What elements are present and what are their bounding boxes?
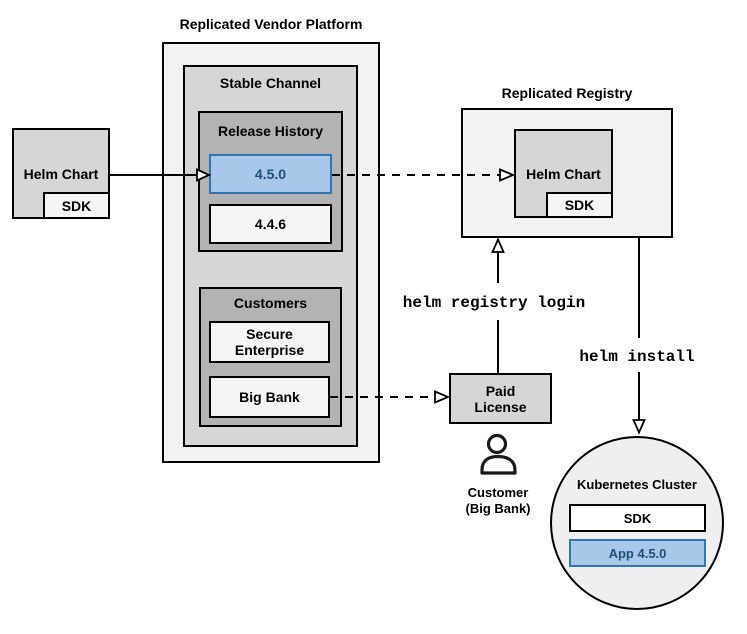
cluster-app-box: App 4.5.0 bbox=[569, 539, 706, 567]
customer-item-secure-enterprise: Secure Enterprise bbox=[209, 321, 330, 363]
registry-title: Replicated Registry bbox=[501, 85, 633, 101]
stable-channel-title: Stable Channel bbox=[219, 75, 322, 91]
customer-item-label: Secure Enterprise bbox=[234, 326, 305, 358]
command-helm-install: helm install bbox=[579, 348, 695, 366]
source-helm-chart-label: Helm Chart bbox=[23, 165, 99, 182]
command-helm-registry-login: helm registry login bbox=[402, 294, 586, 312]
source-sdk-label: SDK bbox=[61, 197, 92, 214]
kubernetes-cluster-title: Kubernetes Cluster bbox=[577, 477, 697, 492]
customer-persona-line2: (Big Bank) bbox=[465, 501, 531, 516]
source-sdk-box: SDK bbox=[43, 192, 110, 219]
paid-license-label: Paid License bbox=[474, 382, 527, 415]
arrow-registry-to-cluster bbox=[632, 238, 646, 435]
cluster-app-label: App 4.5.0 bbox=[608, 545, 667, 561]
customers-title: Customers bbox=[233, 295, 308, 311]
release-version-label: 4.5.0 bbox=[254, 166, 287, 182]
release-item-4-4-6: 4.4.6 bbox=[209, 204, 332, 244]
cluster-sdk-label: SDK bbox=[623, 510, 652, 526]
release-item-4-5-0: 4.5.0 bbox=[209, 154, 332, 194]
registry-helm-chart-label: Helm Chart bbox=[526, 165, 601, 182]
paid-license-box: Paid License bbox=[449, 373, 552, 424]
customer-persona-label: Customer (Big Bank) bbox=[448, 485, 548, 517]
release-history-title: Release History bbox=[217, 123, 324, 139]
customer-persona-line1: Customer bbox=[467, 485, 529, 500]
customer-item-big-bank: Big Bank bbox=[209, 376, 330, 418]
customer-item-label: Big Bank bbox=[239, 389, 300, 405]
cluster-sdk-box: SDK bbox=[569, 504, 706, 532]
person-icon bbox=[480, 433, 517, 475]
release-version-label: 4.4.6 bbox=[254, 216, 287, 232]
vendor-platform-title: Replicated Vendor Platform bbox=[179, 16, 363, 32]
registry-sdk-label: SDK bbox=[564, 197, 595, 213]
registry-sdk-box: SDK bbox=[546, 192, 613, 218]
